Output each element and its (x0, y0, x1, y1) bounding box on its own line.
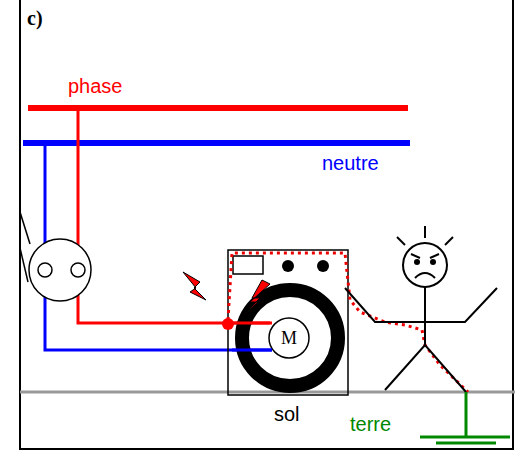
phase-label: phase (68, 76, 123, 96)
spark (183, 272, 206, 300)
phase-to-motor (228, 322, 272, 325)
arms (345, 288, 497, 322)
outlet-hole (38, 263, 52, 277)
earth-label: terre (350, 414, 391, 434)
head (403, 243, 447, 287)
knob (282, 260, 294, 272)
washing-machine (228, 250, 348, 395)
eye (414, 259, 420, 265)
earth-symbol (436, 442, 496, 445)
mouth (415, 273, 435, 278)
hair (397, 237, 405, 245)
frame (20, 0, 513, 449)
body (424, 287, 426, 345)
spark (240, 280, 270, 318)
motor-circle (269, 318, 309, 358)
figure-letter: c) (27, 8, 43, 28)
motor: M (275, 324, 303, 352)
drum (242, 290, 338, 386)
floor-line (20, 391, 515, 394)
hair (424, 226, 426, 238)
phase-wire (28, 105, 408, 111)
legs (385, 345, 466, 392)
neutral-label: neutre (322, 153, 379, 173)
knob (317, 260, 329, 272)
phase-drop (78, 108, 270, 323)
brow (411, 254, 420, 258)
outlet-hole (71, 263, 85, 277)
hair (445, 237, 453, 245)
earth-wire (465, 392, 468, 436)
neutral-to-motor (232, 349, 272, 352)
neutral-wire (23, 140, 410, 146)
leader-line (20, 212, 30, 244)
eye (430, 259, 436, 265)
motor-letter: M (281, 328, 297, 349)
floor-label: sol (274, 404, 300, 424)
display (233, 256, 263, 274)
leader-line (20, 248, 28, 282)
earth-symbol (420, 436, 510, 439)
brow (430, 254, 439, 258)
outlet (29, 239, 91, 301)
